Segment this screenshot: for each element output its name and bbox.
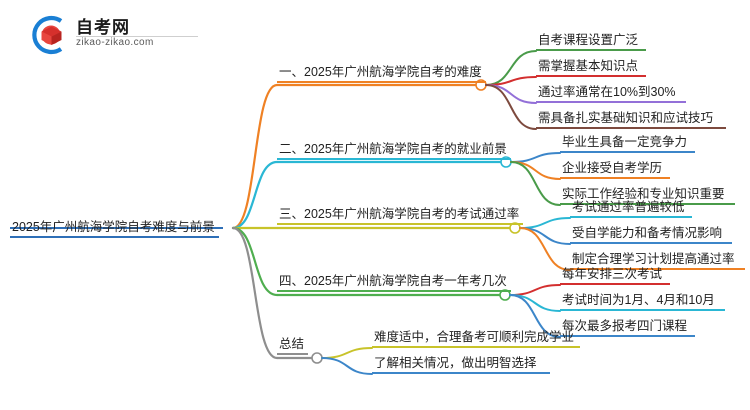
branch-topic-5-underline bbox=[277, 352, 309, 355]
branch-topic-1-label: 一、2025年广州航海学院自考的难度 bbox=[279, 65, 482, 79]
branch-topic-3-underline bbox=[277, 222, 524, 225]
branch-topic-4[interactable]: 四、2025年广州航海学院自考一年考几次 bbox=[277, 275, 511, 292]
leaf-topic-4-1-underline bbox=[560, 282, 670, 285]
leaf-topic-1-1-label: 自考课程设置广泛 bbox=[538, 33, 639, 47]
root-topic-underline bbox=[10, 235, 219, 238]
branch-topic-4-underline bbox=[277, 289, 511, 292]
leaf-topic-2-1[interactable]: 毕业生具备一定竞争力 bbox=[560, 136, 695, 153]
branch-topic-3[interactable]: 三、2025年广州航海学院自考的考试通过率 bbox=[277, 207, 524, 225]
leaf-topic-5-2-label: 了解相关情况，做出明智选择 bbox=[374, 356, 537, 370]
leaf-topic-3-3-underline bbox=[570, 267, 745, 270]
site-logo: 自考网 zikao-zikao.com bbox=[28, 12, 203, 56]
leaf-topic-4-2[interactable]: 考试时间为1月、4月和10月 bbox=[560, 294, 725, 311]
branch-topic-5-label: 总结 bbox=[279, 337, 305, 351]
branch-topic-2-underline bbox=[277, 157, 511, 160]
leaf-topic-4-3-underline bbox=[560, 334, 695, 337]
leaf-topic-1-2[interactable]: 需掌握基本知识点 bbox=[536, 60, 646, 77]
leaf-topic-1-1[interactable]: 自考课程设置广泛 bbox=[536, 34, 646, 51]
graduation-book-icon bbox=[32, 15, 63, 55]
leaf-topic-2-2[interactable]: 企业接受自考学历 bbox=[560, 162, 670, 179]
leaf-topic-5-1[interactable]: 难度适中，合理备考可顺利完成学业 bbox=[372, 331, 580, 348]
leaf-topic-1-4[interactable]: 需具备扎实基础知识和应试技巧 bbox=[536, 112, 726, 129]
leaf-topic-3-2[interactable]: 受自学能力和备考情况影响 bbox=[570, 227, 732, 244]
leaf-topic-4-1[interactable]: 每年安排三次考试 bbox=[560, 268, 670, 285]
branch-topic-4-label: 四、2025年广州航海学院自考一年考几次 bbox=[279, 274, 507, 288]
root-topic-label: 2025年广州航海学院自考难度与前景 bbox=[12, 220, 215, 234]
leaf-topic-2-2-label: 企业接受自考学历 bbox=[562, 161, 663, 175]
leaf-topic-1-4-label: 需具备扎实基础知识和应试技巧 bbox=[538, 111, 714, 125]
leaf-topic-4-2-underline bbox=[560, 308, 725, 311]
leaf-topic-3-2-underline bbox=[570, 241, 732, 244]
leaf-topic-4-2-label: 考试时间为1月、4月和10月 bbox=[562, 293, 715, 307]
leaf-topic-5-1-label: 难度适中，合理备考可顺利完成学业 bbox=[374, 330, 575, 344]
leaf-topic-2-2-underline bbox=[560, 176, 670, 179]
leaf-topic-1-3[interactable]: 通过率通常在10%到30% bbox=[536, 86, 686, 103]
logo-text-en: zikao-zikao.com bbox=[76, 37, 154, 48]
branch-topic-3-label: 三、2025年广州航海学院自考的考试通过率 bbox=[279, 207, 520, 221]
leaf-topic-2-1-label: 毕业生具备一定竞争力 bbox=[562, 135, 688, 149]
leaf-topic-3-1-label: 考试通过率普遍较低 bbox=[572, 200, 685, 214]
branch-topic-1[interactable]: 一、2025年广州航海学院自考的难度 bbox=[277, 66, 486, 83]
leaf-topic-5-1-underline bbox=[372, 345, 580, 348]
leaf-topic-2-3[interactable]: 实际工作经验和专业知识重要 bbox=[560, 188, 735, 205]
leaf-topic-1-3-label: 通过率通常在10%到30% bbox=[538, 85, 676, 99]
leaf-topic-1-3-underline bbox=[536, 100, 686, 103]
leaf-topic-4-3-label: 每次最多报考四门课程 bbox=[562, 319, 688, 333]
leaf-topic-3-1-underline bbox=[570, 215, 692, 218]
leaf-topic-1-2-underline bbox=[536, 74, 646, 77]
leaf-topic-3-2-label: 受自学能力和备考情况影响 bbox=[572, 226, 723, 240]
leaf-topic-1-1-underline bbox=[536, 48, 646, 51]
leaf-topic-3-3-label: 制定合理学习计划提高通过率 bbox=[572, 252, 735, 266]
logo-divider bbox=[76, 36, 198, 37]
leaf-topic-3-3[interactable]: 制定合理学习计划提高通过率 bbox=[570, 253, 745, 270]
leaf-topic-1-4-underline bbox=[536, 126, 726, 129]
leaf-topic-4-3[interactable]: 每次最多报考四门课程 bbox=[560, 320, 695, 337]
leaf-topic-5-2-underline bbox=[372, 371, 550, 374]
leaf-topic-2-1-underline bbox=[560, 150, 695, 153]
leaf-topic-2-3-underline bbox=[560, 202, 735, 205]
leaf-topic-1-2-label: 需掌握基本知识点 bbox=[538, 59, 639, 73]
leaf-topic-5-2[interactable]: 了解相关情况，做出明智选择 bbox=[372, 357, 550, 374]
branch-topic-5[interactable]: 总结 bbox=[277, 337, 309, 355]
branch-topic-2[interactable]: 二、2025年广州航海学院自考的就业前景 bbox=[277, 143, 511, 160]
leaf-topic-4-1-label: 每年安排三次考试 bbox=[562, 267, 663, 281]
leaf-topic-3-1[interactable]: 考试通过率普遍较低 bbox=[570, 201, 692, 218]
root-topic[interactable]: 2025年广州航海学院自考难度与前景 bbox=[10, 221, 219, 238]
leaf-topic-2-3-label: 实际工作经验和专业知识重要 bbox=[562, 187, 725, 201]
branch-topic-2-label: 二、2025年广州航海学院自考的就业前景 bbox=[279, 142, 507, 156]
logo-text-cn: 自考网 bbox=[76, 18, 130, 37]
branch-topic-1-underline bbox=[277, 80, 486, 83]
